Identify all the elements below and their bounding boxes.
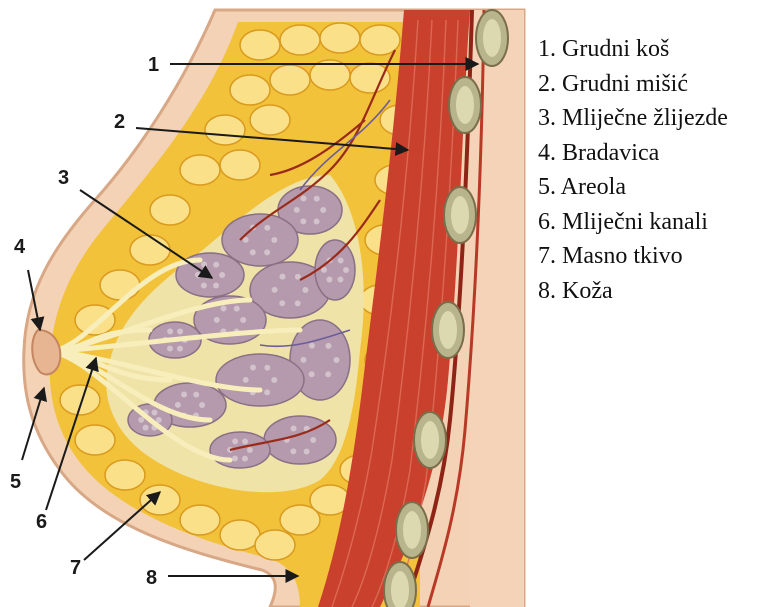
callout-6-number: 6 <box>36 511 47 533</box>
legend-item: 6. Mliječni kanali <box>538 205 728 240</box>
legend-item: 7. Masno tkivo <box>538 239 728 274</box>
legend-item: 2. Grudni mišić <box>538 67 728 102</box>
callout-2-number: 2 <box>114 111 125 133</box>
callout-3-number: 3 <box>58 167 69 189</box>
legend-item: 3. Mliječne žlijezde <box>538 101 728 136</box>
callout-8-number: 8 <box>146 567 157 589</box>
legend-item: 5. Areola <box>538 170 728 205</box>
legend: 1. Grudni koš 2. Grudni mišić 3. Mliječn… <box>538 32 728 308</box>
callout-1-number: 1 <box>148 54 159 76</box>
callout-5-number: 5 <box>10 471 21 493</box>
callout-4-number: 4 <box>14 236 26 258</box>
callout-7-number: 7 <box>70 557 81 579</box>
legend-item: 8. Koža <box>538 274 728 309</box>
legend-item: 4. Bradavica <box>538 136 728 171</box>
legend-item: 1. Grudni koš <box>538 32 728 67</box>
